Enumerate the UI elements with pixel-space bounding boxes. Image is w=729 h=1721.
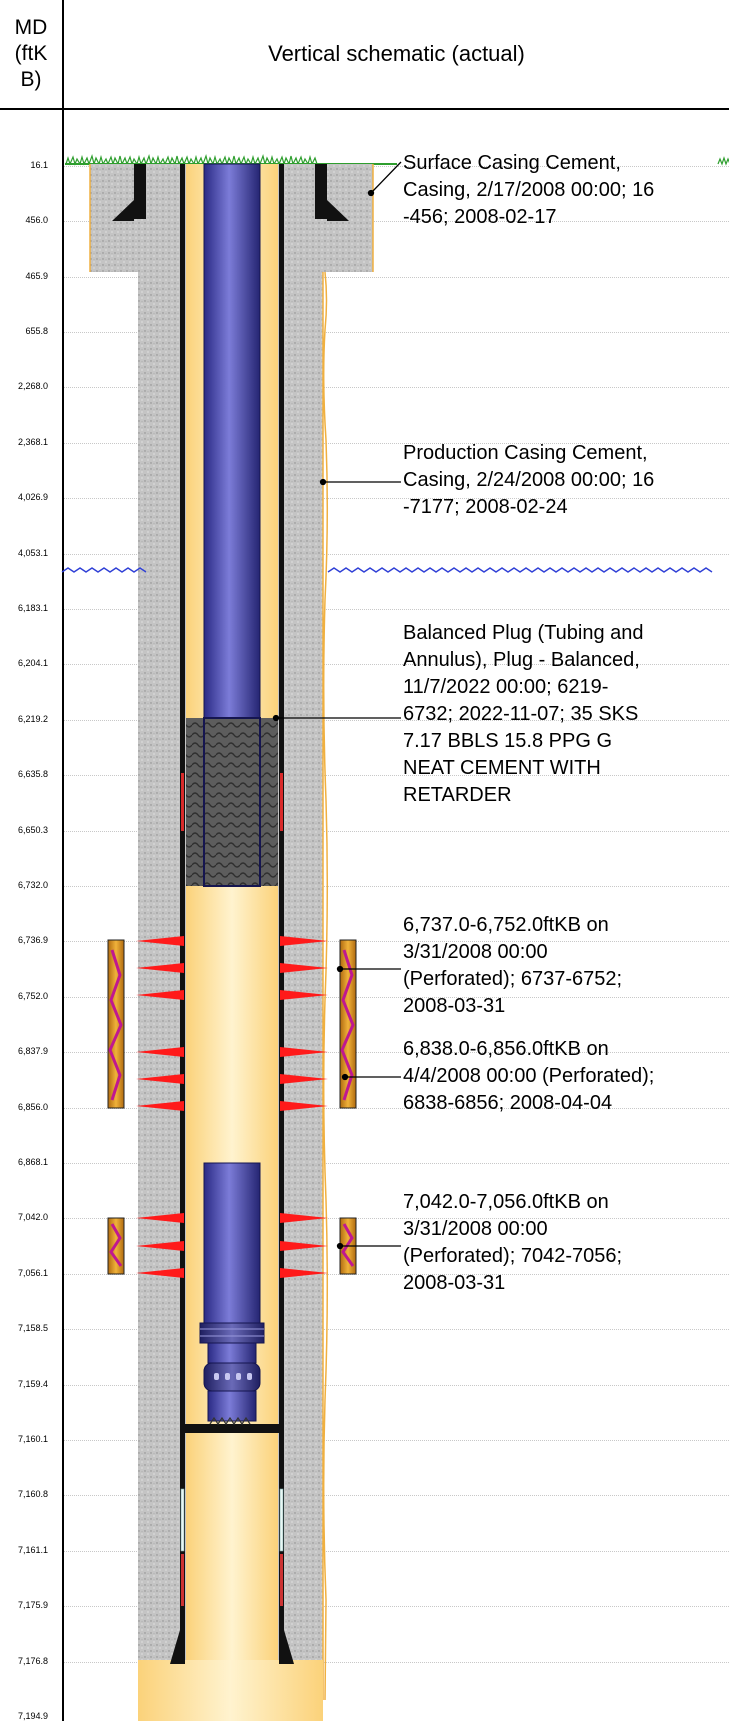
production-casing-left bbox=[180, 164, 185, 1664]
depth-label: 6,837.9 bbox=[17, 1046, 48, 1056]
depth-gridline bbox=[64, 1108, 729, 1109]
tubing-string-lower bbox=[199, 1162, 265, 1422]
depth-label: 6,752.0 bbox=[17, 991, 48, 1001]
perforation-interval-6737 bbox=[136, 936, 328, 1000]
annotation-leaders bbox=[272, 161, 402, 1250]
md-column-divider bbox=[62, 0, 64, 1721]
depth-label: 655.8 bbox=[25, 326, 48, 336]
depth-gridline bbox=[64, 720, 729, 721]
depth-label: 4,026.9 bbox=[17, 492, 48, 502]
production-casing-right bbox=[279, 164, 284, 1664]
depth-label: 7,158.5 bbox=[17, 1323, 48, 1333]
casing-markers bbox=[180, 1488, 284, 1606]
depth-gridline bbox=[64, 1163, 729, 1164]
annotation-surface-casing-cement: Surface Casing Cement, Casing, 2/17/2008… bbox=[403, 152, 655, 228]
header-divider bbox=[0, 108, 729, 110]
wellbore-bottom bbox=[138, 1660, 323, 1721]
depth-label: 2,268.0 bbox=[17, 381, 48, 391]
depth-gridline bbox=[64, 1551, 729, 1552]
depth-gridline bbox=[64, 1274, 729, 1275]
md-column-header-label: MD (ftK B) bbox=[14, 16, 48, 91]
annotation-perforation-7042: 7,042.0-7,056.0ftKB on 3/31/2008 00:00 (… bbox=[403, 1191, 623, 1294]
depth-label: 7,160.8 bbox=[17, 1489, 48, 1499]
depth-label: 7,194.9 bbox=[17, 1711, 48, 1721]
depth-label: 6,732.0 bbox=[17, 880, 48, 890]
depth-gridline bbox=[64, 554, 729, 555]
depth-label: 7,175.9 bbox=[17, 1600, 48, 1610]
depth-label: 2,368.1 bbox=[17, 437, 48, 447]
depth-gridline bbox=[64, 1440, 729, 1441]
depth-label: 7,042.0 bbox=[17, 1212, 48, 1222]
depth-gridline bbox=[64, 775, 729, 776]
water-level-marker bbox=[61, 567, 713, 573]
perforation-interval-7042 bbox=[136, 1213, 328, 1278]
depth-label: 6,219.2 bbox=[17, 714, 48, 724]
depth-label: 6,204.1 bbox=[17, 658, 48, 668]
depth-label: 6,635.8 bbox=[17, 769, 48, 779]
depth-label: 7,056.1 bbox=[17, 1268, 48, 1278]
depth-label: 4,053.1 bbox=[17, 548, 48, 558]
perforating-gun-left-1 bbox=[107, 939, 125, 1109]
depth-gridline bbox=[64, 1052, 729, 1053]
bridge-plug bbox=[185, 1416, 279, 1433]
annotation-perforation-6737: 6,737.0-6,752.0ftKB on 3/31/2008 00:00 (… bbox=[403, 914, 623, 1017]
production-casing-shoe-left bbox=[170, 1630, 185, 1664]
surface-casing-shoes bbox=[112, 164, 349, 221]
depth-label: 6,650.3 bbox=[17, 825, 48, 835]
depth-label: 16.1 bbox=[30, 160, 48, 170]
production-casing-shoe-right bbox=[279, 1630, 294, 1664]
depth-label: 6,736.9 bbox=[17, 935, 48, 945]
depth-gridline bbox=[64, 498, 729, 499]
depth-gridline bbox=[64, 886, 729, 887]
cement-outline bbox=[89, 164, 374, 1701]
perforating-gun-right-1 bbox=[339, 939, 357, 1109]
depth-gridline bbox=[64, 221, 729, 222]
depth-label: 6,183.1 bbox=[17, 603, 48, 613]
annotation-production-casing-cement: Production Casing Cement, Casing, 2/24/2… bbox=[403, 442, 655, 518]
depth-gridline bbox=[64, 443, 729, 444]
depth-label: 456.0 bbox=[25, 215, 48, 225]
depth-gridline bbox=[64, 664, 729, 665]
depth-gridline bbox=[64, 1385, 729, 1386]
depth-gridline bbox=[64, 997, 729, 998]
annotation-balanced-plug: Balanced Plug (Tubing and Annulus), Plug… bbox=[403, 622, 644, 806]
depth-gridline bbox=[64, 609, 729, 610]
schematic-title: Vertical schematic (actual) bbox=[268, 41, 525, 66]
depth-label: 465.9 bbox=[25, 271, 48, 281]
depth-gridline bbox=[64, 1218, 729, 1219]
depth-label: 7,160.1 bbox=[17, 1434, 48, 1444]
depth-gridline bbox=[64, 277, 729, 278]
perforating-gun-left-2 bbox=[107, 1217, 125, 1275]
depth-gridline bbox=[64, 831, 729, 832]
depth-gridline bbox=[64, 941, 729, 942]
depth-gridline bbox=[64, 1329, 729, 1330]
depth-gridline bbox=[64, 332, 729, 333]
depth-label: 6,856.0 bbox=[17, 1102, 48, 1112]
depth-gridline bbox=[64, 387, 729, 388]
depth-label: 7,159.4 bbox=[17, 1379, 48, 1389]
perforation-interval-6838 bbox=[136, 1047, 328, 1111]
depth-label: 6,868.1 bbox=[17, 1157, 48, 1167]
depth-label: 7,176.8 bbox=[17, 1656, 48, 1666]
md-column-header: MD (ftK B) bbox=[0, 0, 62, 108]
depth-label: 7,161.1 bbox=[17, 1545, 48, 1555]
depth-gridline bbox=[64, 1606, 729, 1607]
depth-gridline bbox=[64, 1662, 729, 1663]
annotation-perforation-6838: 6,838.0-6,856.0ftKB on 4/4/2008 00:00 (P… bbox=[403, 1038, 655, 1114]
depth-gridline bbox=[64, 1495, 729, 1496]
balanced-plug bbox=[181, 717, 283, 887]
